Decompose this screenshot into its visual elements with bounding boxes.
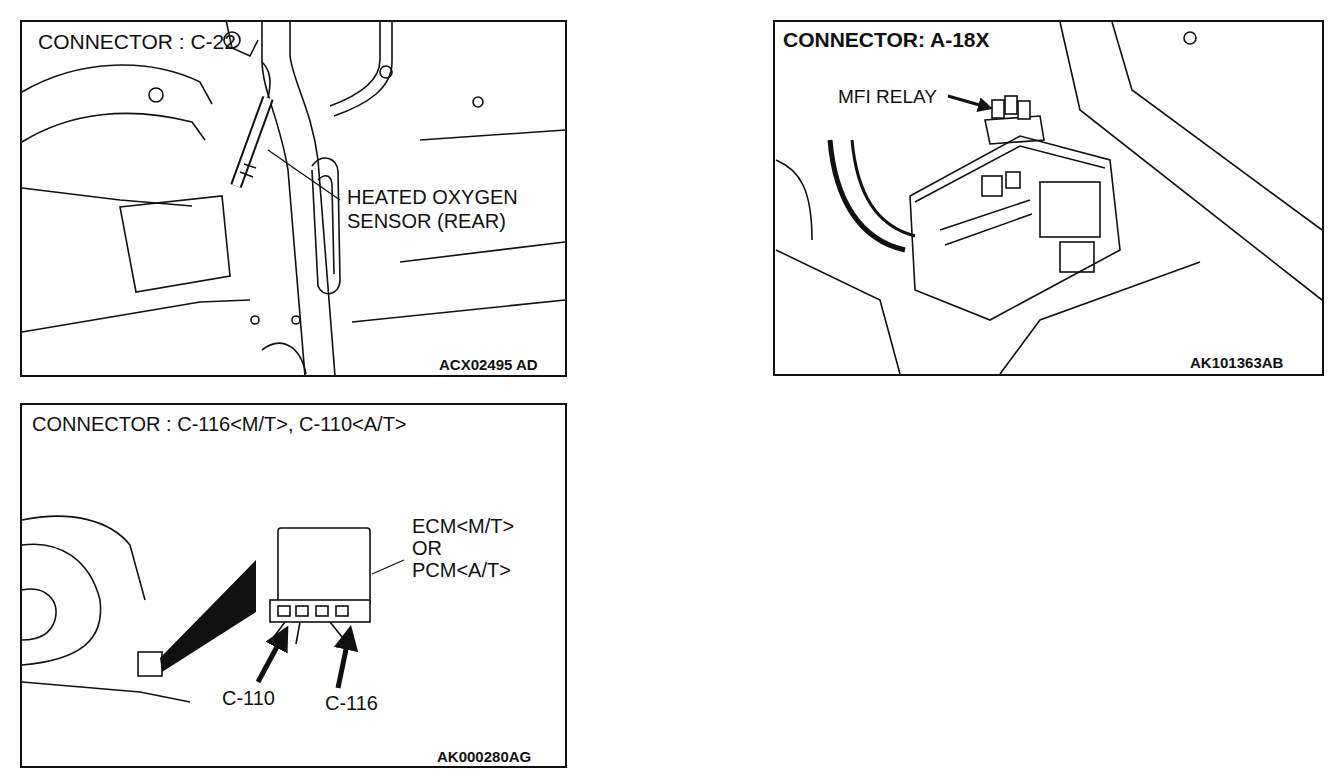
callout-label: C-110 (222, 687, 275, 710)
connector-title: CONNECTOR: A-18X (783, 28, 990, 52)
connector-panel: CONNECTOR: A-18X MFI RELAY AK101363AB (773, 20, 1324, 376)
connector-panel: CONNECTOR : C-22HEATED OXYGEN SENSOR (RE… (20, 20, 567, 377)
connector-title: CONNECTOR : C-22 (38, 30, 236, 54)
part-label: HEATED OXYGEN SENSOR (REAR) (347, 185, 562, 233)
dashboard-drawing (22, 516, 404, 702)
figure-code: ACX02495 AD (439, 356, 538, 373)
connector-panel: CONNECTOR : C-116<M/T>, C-110<A/T> ECM<M/… (20, 403, 567, 768)
connector-title: CONNECTOR : C-116<M/T>, C-110<A/T> (32, 413, 407, 436)
part-label: ECM<M/T> OR PCM<A/T> (412, 515, 524, 581)
part-label: MFI RELAY (838, 86, 937, 108)
relay-box-drawing (776, 22, 1322, 374)
figure-code: AK101363AB (1190, 354, 1283, 371)
underbody-drawing (22, 20, 565, 376)
callout-label: C-116 (325, 692, 378, 715)
figure-code: AK000280AG (437, 748, 531, 765)
